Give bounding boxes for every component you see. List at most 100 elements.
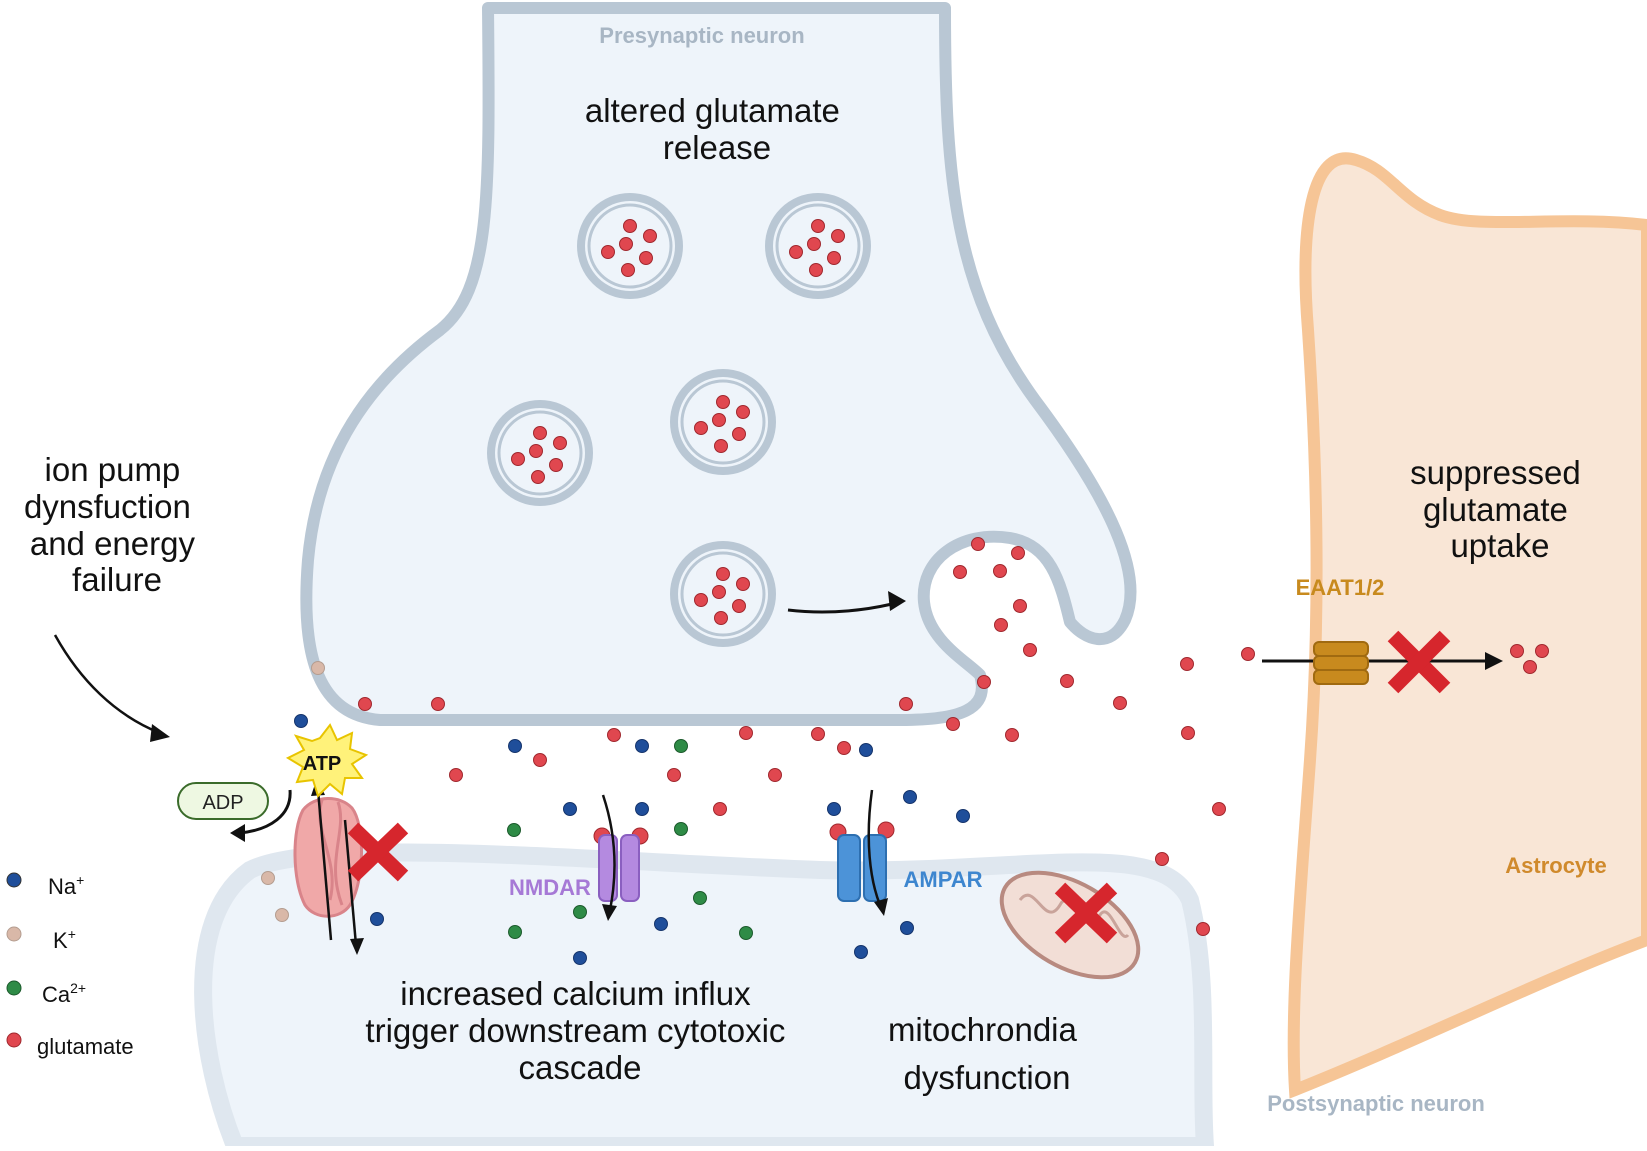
glutamate-particle	[529, 444, 543, 458]
glutamate-particle	[827, 251, 841, 265]
glutamate-particle	[531, 470, 545, 484]
uptake-line-2: glutamate	[1423, 491, 1568, 528]
glutamate-particle	[549, 458, 563, 472]
glutamate-particle	[639, 251, 653, 265]
glutamate-particle	[732, 427, 746, 441]
glutamate-particle	[831, 229, 845, 243]
glutamate-particle	[994, 618, 1008, 632]
eaat-label: EAAT1/2	[1296, 575, 1385, 600]
ampar-label: AMPAR	[903, 867, 982, 892]
potassium-particle	[261, 871, 275, 885]
glutamate-particle	[1155, 852, 1169, 866]
glutamate-particle	[971, 537, 985, 551]
nmdar-arrow	[601, 794, 616, 911]
calcium-particle	[573, 905, 587, 919]
nmdar-label: NMDAR	[509, 875, 591, 900]
glutamate-particle	[667, 768, 681, 782]
glutamate-particle	[768, 768, 782, 782]
sodium-particle	[635, 802, 649, 816]
mito-annotation: mitochrondia dysfunction	[888, 1011, 1086, 1096]
presynaptic-label: Presynaptic neuron	[599, 23, 804, 48]
sodium-particle	[294, 714, 308, 728]
calcium-line-2: trigger downstream cytotoxic	[365, 1012, 785, 1049]
calcium-line-3: cascade	[519, 1049, 642, 1086]
glutamate-particle	[1196, 922, 1210, 936]
glutamate-particle	[811, 219, 825, 233]
sodium-particle	[956, 809, 970, 823]
glutamate-particle	[1241, 647, 1255, 661]
legend-swatch-0	[6, 872, 22, 888]
glutamate-particle	[511, 452, 525, 466]
glutamate-particle	[431, 697, 445, 711]
block-icon-pump	[347, 822, 409, 882]
calcium-particle	[693, 891, 707, 905]
ion-pump-line-2: dynsfuction	[24, 488, 191, 525]
glutamate-particle	[533, 753, 547, 767]
sodium-particle	[635, 739, 649, 753]
glutamate-particle	[1011, 546, 1025, 560]
calcium-line-1: increased calcium influx	[400, 975, 751, 1012]
glutamate-particle	[789, 245, 803, 259]
postsynaptic-label: Postsynaptic neuron	[1267, 1091, 1485, 1116]
sodium-particle	[827, 802, 841, 816]
presynaptic-neuron	[300, 2, 1137, 726]
glutamate-particle	[1180, 657, 1194, 671]
ion-pump-line-3: and energy	[30, 525, 196, 562]
calcium-particle	[674, 822, 688, 836]
glutamate-particle	[643, 229, 657, 243]
ion-pump-arrowhead	[150, 724, 170, 742]
postsynaptic-neuron	[194, 843, 1215, 1151]
vesicle-inner-membrane	[775, 203, 861, 289]
ion-pump-line-1: ion pump	[45, 451, 181, 488]
pump-arrow-up	[316, 789, 333, 941]
calcium-annotation: increased calcium influx trigger downstr…	[365, 975, 794, 1086]
block-icon-mitochondria	[1054, 882, 1118, 944]
atp-to-adp-arrow	[239, 789, 292, 835]
glutamate-particle	[736, 405, 750, 419]
glutamate-particle	[1523, 660, 1537, 674]
glutamate-particle	[732, 599, 746, 613]
sodium-particle	[370, 912, 384, 926]
glutamate-particle	[712, 413, 726, 427]
legend-label-1: K+	[53, 926, 76, 953]
sodium-particle	[903, 790, 917, 804]
glutamate-particle	[977, 675, 991, 689]
glutamate-particle	[946, 717, 960, 731]
glutamate-particle	[811, 727, 825, 741]
glutamate-particle	[953, 565, 967, 579]
legend-swatch-3	[6, 1032, 22, 1048]
vesicle-inner-membrane	[587, 203, 673, 289]
calcium-particle	[507, 823, 521, 837]
vesicles	[487, 193, 871, 647]
glutamate-particle	[713, 802, 727, 816]
sodium-particle	[573, 951, 587, 965]
glutamate-particle	[809, 263, 823, 277]
release-line-2: release	[663, 129, 771, 166]
nmdar-arrowhead	[602, 904, 617, 921]
release-annotation: altered glutamate release	[585, 92, 849, 166]
eaat-arrowhead	[1485, 652, 1503, 670]
uptake-line-3: uptake	[1450, 527, 1549, 564]
glutamate-particle	[1060, 674, 1074, 688]
glutamate-particle	[533, 426, 547, 440]
vesicle-inner-membrane	[497, 410, 583, 496]
glutamate-particle	[712, 585, 726, 599]
ion-pump-annotation: ion pump dynsfuction and energy failure	[24, 451, 204, 598]
ampar-arrow	[867, 789, 882, 906]
glutamate-particle	[1023, 643, 1037, 657]
glutamate-particle	[358, 697, 372, 711]
legend-label-0: Na+	[48, 872, 84, 899]
calcium-particle	[508, 925, 522, 939]
pump-arrow-down-head	[350, 938, 364, 955]
legend-label-3: glutamate	[37, 1034, 134, 1059]
glutamate-particle	[1181, 726, 1195, 740]
glutamate-particle	[694, 421, 708, 435]
sodium-particle	[900, 921, 914, 935]
astrocyte-cell	[1287, 152, 1647, 1099]
sodium-particle	[508, 739, 522, 753]
legend-label-2: Ca2+	[42, 980, 86, 1007]
pump-arrow-down	[343, 819, 358, 946]
ion-pump-arrow	[53, 634, 161, 735]
mito-line-2: dysfunction	[904, 1059, 1071, 1096]
